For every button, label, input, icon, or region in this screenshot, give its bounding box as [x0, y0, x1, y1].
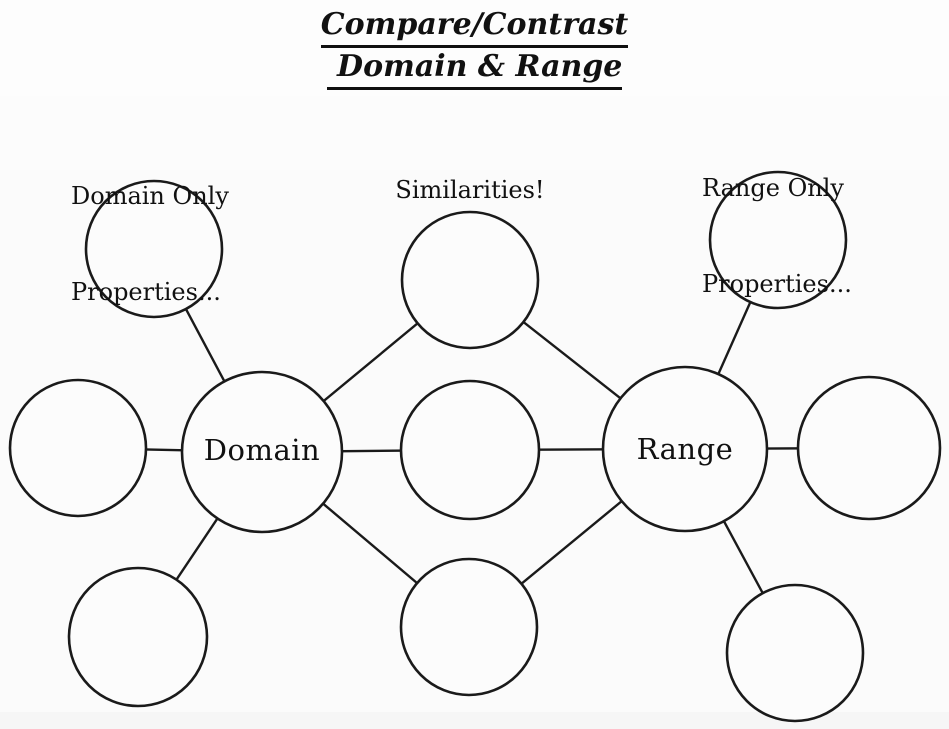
range-only-label-line-1: Range Only — [702, 174, 844, 202]
range-hub-circle — [601, 365, 769, 533]
title-line-2: Domain & Range — [326, 50, 623, 90]
domain-only-properties-label: Domain Only Properties... — [71, 116, 229, 372]
domain-hub-label: Domain — [203, 433, 321, 467]
similarities-label: Similarities! — [395, 176, 545, 204]
similarity-middle-circle — [399, 379, 541, 521]
background-band-bottom — [0, 712, 949, 729]
title-line-1: Compare/Contrast — [320, 8, 629, 48]
range-only-properties-label: Range Only Properties... — [702, 108, 852, 364]
domain-only-left-circle — [8, 378, 148, 518]
domain-only-top-circle — [84, 179, 224, 319]
similarity-bottom-circle — [399, 557, 539, 697]
domain-only-label-line-1: Domain Only — [71, 182, 229, 210]
domain-only-label-line-2: Properties... — [71, 278, 221, 306]
range-only-right-circle — [796, 375, 942, 521]
range-only-top-circle — [708, 170, 848, 310]
worksheet-title: Compare/Contrast Domain & Range — [0, 8, 949, 90]
domain-only-bottom-circle — [67, 566, 209, 708]
range-hub-label: Range — [636, 432, 734, 466]
background-band-upper — [0, 96, 949, 170]
range-only-label-line-2: Properties... — [702, 270, 852, 298]
similarity-top-circle — [400, 210, 540, 350]
domain-hub-circle — [180, 370, 344, 534]
range-only-bottom-circle — [725, 583, 865, 723]
